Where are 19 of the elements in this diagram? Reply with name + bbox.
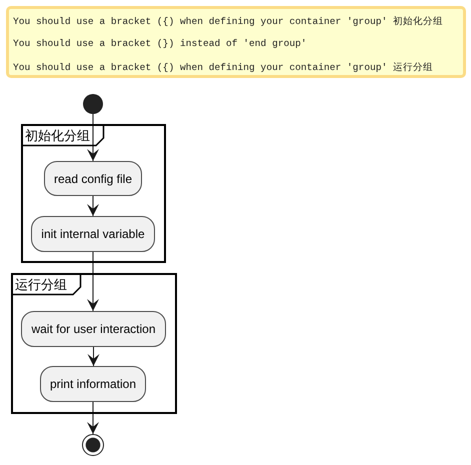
arrow — [87, 402, 99, 434]
activity-box: init internal variable — [31, 216, 155, 252]
arrow — [87, 114, 99, 162]
arrow — [88, 346, 100, 366]
activity-box: wait for user interaction — [21, 311, 166, 347]
group-title: 运行分组 — [13, 275, 81, 295]
start-circle — [83, 94, 103, 114]
end-circle — [82, 434, 104, 456]
group-frame — [11, 273, 177, 414]
activity-box: read config file — [44, 161, 142, 196]
note-box — [6, 6, 466, 78]
note-text: You should use a bracket ({) when defining your container 'group' 运行分组 — [13, 61, 433, 74]
note-text: You should use a bracket ({) when defining your container 'group' 初始化分组 — [13, 15, 443, 28]
note-text: You should use a bracket (}) instead of 'end group' — [13, 38, 307, 49]
group-frame — [21, 124, 166, 263]
activity-box: print information — [40, 366, 146, 402]
arrow — [87, 196, 99, 216]
group-title: 初始化分组 — [23, 126, 104, 146]
arrow — [87, 252, 99, 312]
